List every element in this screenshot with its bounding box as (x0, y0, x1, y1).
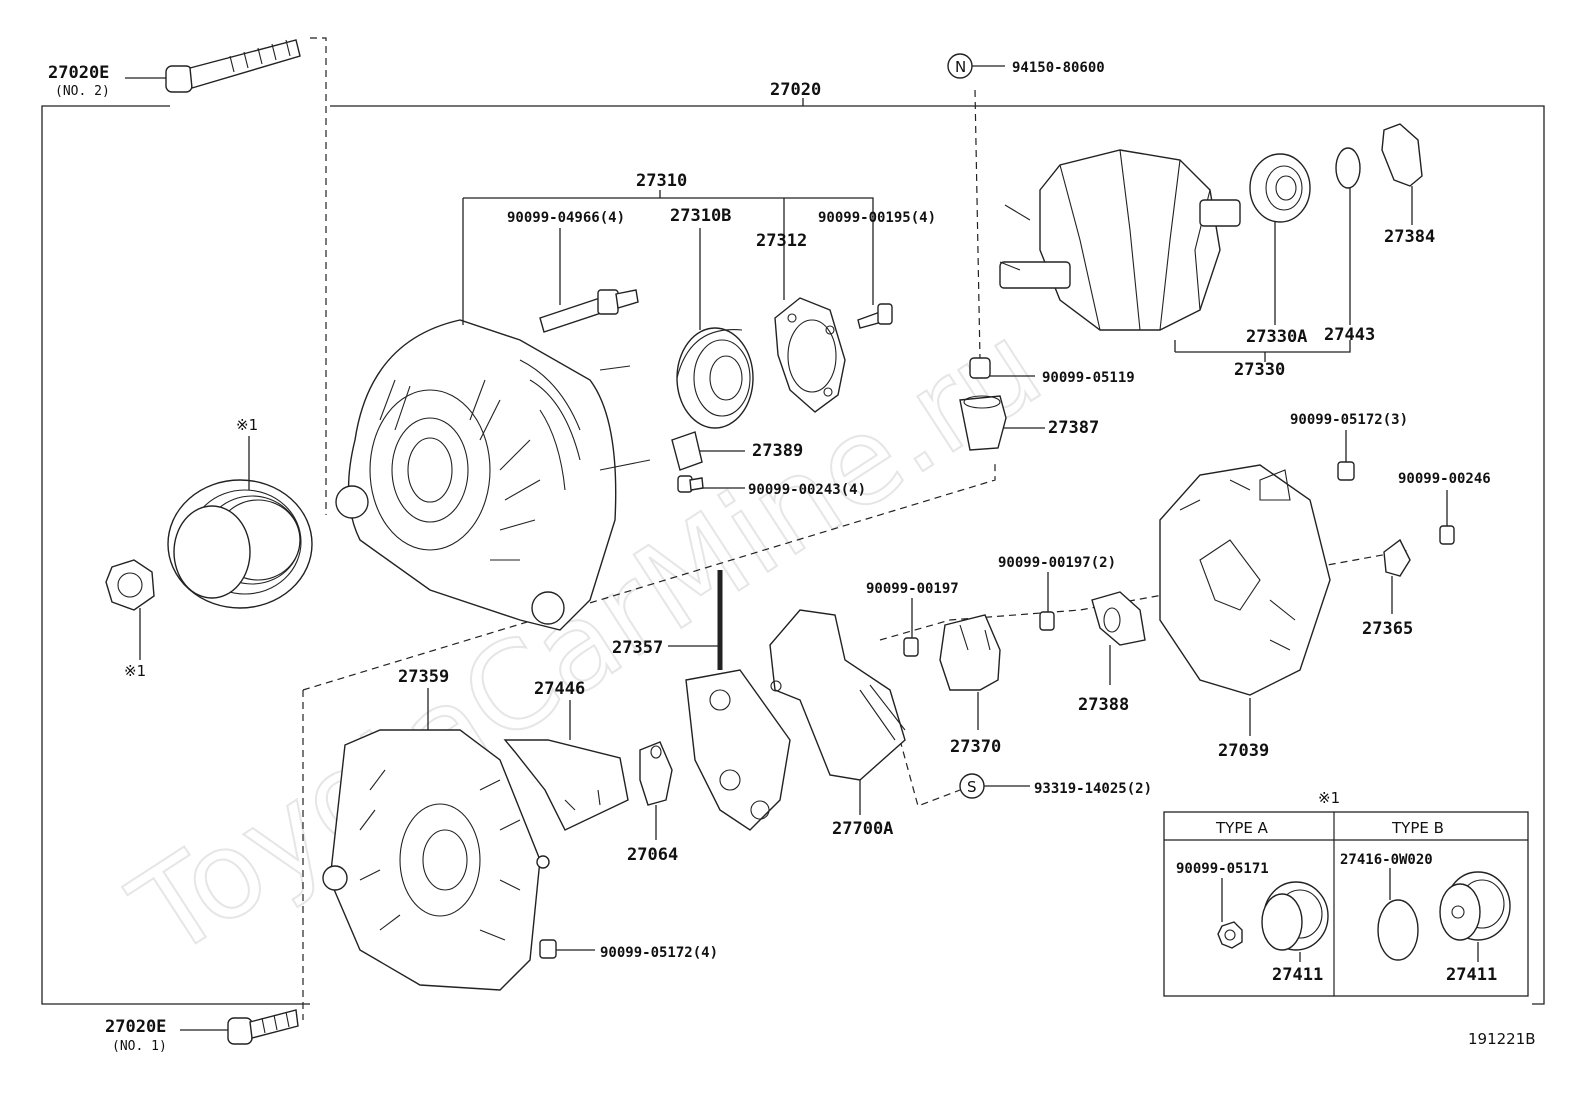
pulley-nut-icon[interactable] (105, 559, 155, 611)
bearing-27330a-icon[interactable] (1249, 153, 1311, 223)
label-27020e-no2[interactable]: 27020E (48, 63, 109, 83)
drive-end-frame-27310-icon[interactable] (335, 319, 651, 631)
type-a-part1-label[interactable]: 90099-05171 (1176, 861, 1269, 877)
n-symbol-text: N (955, 58, 966, 76)
pulley-icon[interactable] (167, 479, 313, 609)
cover-27388-icon[interactable] (1091, 591, 1146, 646)
label-27064[interactable]: 27064 (627, 845, 678, 865)
label-27388[interactable]: 27388 (1078, 695, 1129, 715)
label-27039[interactable]: 27039 (1218, 741, 1269, 761)
type-b-part2-label[interactable]: 27411 (1446, 965, 1497, 985)
label-27370[interactable]: 27370 (950, 737, 1001, 757)
insulator-27064-icon[interactable] (639, 741, 673, 806)
diagram-id: 191221B (1468, 1030, 1536, 1048)
label-90099-00246[interactable]: 90099-00246 (1398, 471, 1491, 487)
rectifier-27357-icon[interactable] (685, 570, 791, 831)
label-90099-00195[interactable]: 90099-00195(4) (818, 210, 936, 226)
type-b-cap-icon[interactable] (1377, 899, 1419, 961)
type-a-nut-icon[interactable] (1217, 921, 1243, 949)
label-27330[interactable]: 27330 (1234, 360, 1285, 380)
label-90099-00243[interactable]: 90099-00243(4) (748, 482, 866, 498)
type-a-part2-label[interactable]: 27411 (1272, 965, 1323, 985)
terminal-27387-icon[interactable] (959, 395, 1007, 451)
label-27020e-no2-sub: (NO. 2) (55, 84, 110, 99)
pulley-type-table (1163, 811, 1529, 997)
label-27387[interactable]: 27387 (1048, 418, 1099, 438)
insulator-27365-icon[interactable] (1383, 538, 1411, 577)
label-27365[interactable]: 27365 (1362, 619, 1413, 639)
note1-bottom-label: ※1 (124, 662, 146, 680)
screw-90099-00197-icon[interactable] (903, 637, 919, 657)
type-a-title: TYPE A (1215, 819, 1269, 837)
label-90099-00197-2[interactable]: 90099-00197(2) (998, 555, 1116, 571)
label-27700a[interactable]: 27700A (832, 819, 893, 839)
screw-90099-00243-icon[interactable] (677, 475, 704, 493)
label-27310[interactable]: 27310 (636, 171, 687, 191)
label-27359[interactable]: 27359 (398, 667, 449, 687)
cover-27384-icon[interactable] (1381, 123, 1423, 187)
type-b-title: TYPE B (1391, 819, 1444, 837)
label-94150-80600[interactable]: 94150-80600 (1012, 60, 1105, 76)
regulator-27700a-icon[interactable] (769, 609, 906, 781)
label-27020e-no1[interactable]: 27020E (105, 1017, 166, 1037)
s-symbol-text: S (967, 778, 977, 796)
rotor-27330-icon[interactable] (999, 149, 1241, 331)
label-90099-05119[interactable]: 90099-05119 (1042, 370, 1135, 386)
label-90099-05172-4[interactable]: 90099-05172(4) (600, 945, 718, 961)
type-b-part1-label[interactable]: 27416-0W020 (1340, 852, 1433, 868)
retainer-plate-27312-icon[interactable] (774, 297, 846, 413)
nut-90099-05172-4-icon[interactable] (539, 939, 557, 959)
type-b-pulley-icon[interactable] (1439, 871, 1511, 941)
note1-top-label: ※1 (236, 416, 258, 434)
assembly-frame (41, 98, 1545, 1005)
nut-90099-05172-3-icon[interactable] (1337, 461, 1355, 481)
label-27389[interactable]: 27389 (752, 441, 803, 461)
label-27446[interactable]: 27446 (534, 679, 585, 699)
label-27330a[interactable]: 27330A (1246, 327, 1307, 347)
label-27357[interactable]: 27357 (612, 638, 663, 658)
label-90099-04966[interactable]: 90099-04966(4) (507, 210, 625, 226)
ring-27443-icon[interactable] (1335, 147, 1361, 189)
label-90099-00197[interactable]: 90099-00197 (866, 581, 959, 597)
label-27020[interactable]: 27020 (770, 80, 821, 100)
screw-90099-00195-icon[interactable] (857, 303, 893, 329)
brush-holder-27370-icon[interactable] (939, 614, 1001, 691)
label-27020e-no1-sub: (NO. 1) (112, 1039, 167, 1054)
rear-end-frame-27359-icon[interactable] (322, 729, 550, 991)
stud-90099-04966-icon[interactable] (539, 289, 639, 333)
bracket-27446-icon[interactable] (503, 739, 629, 831)
label-27443[interactable]: 27443 (1324, 325, 1375, 345)
label-27312[interactable]: 27312 (756, 231, 807, 251)
label-93319-14025[interactable]: 93319-14025(2) (1034, 781, 1152, 797)
screw-90099-00197-2-icon[interactable] (1039, 611, 1055, 631)
bolt-90099-05119-icon[interactable] (969, 357, 991, 379)
screw-90099-00246-icon[interactable] (1439, 525, 1455, 545)
label-27384[interactable]: 27384 (1384, 227, 1435, 247)
label-27310b[interactable]: 27310B (670, 206, 731, 226)
rear-cover-27039-icon[interactable] (1159, 464, 1331, 696)
bolt-27020e-no1-icon[interactable] (227, 1009, 299, 1045)
label-90099-05172-3[interactable]: 90099-05172(3) (1290, 412, 1408, 428)
terminal-insulator-27389-icon[interactable] (671, 431, 703, 471)
type-table-note: ※1 (1318, 789, 1340, 807)
type-a-pulley-icon[interactable] (1261, 881, 1329, 951)
bolt-27020e-no2-icon[interactable] (165, 39, 301, 93)
bearing-27310b-icon[interactable] (676, 327, 754, 429)
